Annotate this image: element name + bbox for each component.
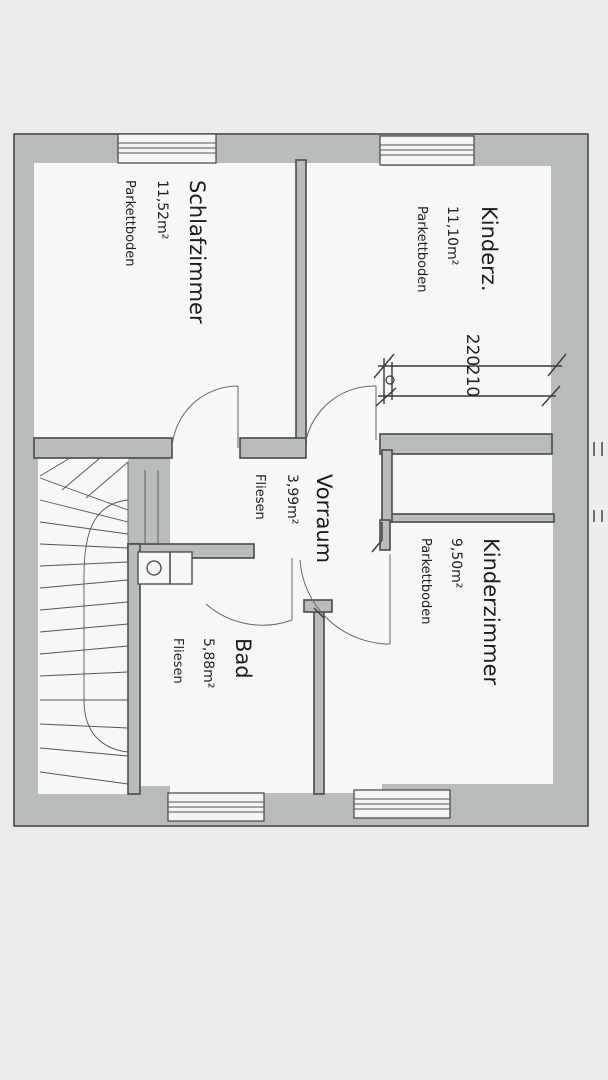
label-bad-area: 5,88m² bbox=[200, 638, 216, 688]
door-kinderzimmer bbox=[299, 554, 391, 645]
window-top-left bbox=[117, 133, 217, 164]
schlafzimmer-area: 11,52m² bbox=[154, 180, 170, 239]
label-schlafzimmer: Schlafzimmer bbox=[185, 180, 209, 324]
door-kinderz bbox=[305, 385, 377, 441]
room-kinderz bbox=[304, 166, 551, 434]
wall-closet-bottom bbox=[385, 513, 555, 523]
dimension-outer: 220 bbox=[462, 334, 482, 366]
label-bad: Bad bbox=[231, 638, 255, 679]
label-vorraum-floor: Fliesen bbox=[252, 474, 267, 520]
vorraum-angled-walls bbox=[313, 522, 383, 619]
schlafzimmer-floor: Parkettboden bbox=[122, 180, 137, 267]
dimension-inner-label: 210 bbox=[462, 365, 482, 397]
label-vorraum-area: 3,99m² bbox=[284, 474, 300, 524]
dimension-lines bbox=[373, 353, 567, 407]
schlafzimmer-name: Schlafzimmer bbox=[185, 180, 209, 324]
label-schlafzimmer-floor: Parkettboden bbox=[122, 180, 137, 267]
vorraum-name: Vorraum bbox=[312, 474, 336, 563]
room-closet bbox=[392, 454, 552, 518]
kinderzimmer-area: 9,50m² bbox=[448, 538, 464, 588]
vorraum-area: 3,99m² bbox=[284, 474, 300, 524]
staircase bbox=[39, 457, 159, 792]
bad-name: Bad bbox=[231, 638, 255, 679]
label-kinderz-area: 11,10m² bbox=[444, 206, 460, 265]
kinderzimmer-name: Kinderzimmer bbox=[479, 538, 503, 685]
edge-marks bbox=[593, 442, 603, 522]
window-bottom-left bbox=[167, 792, 265, 822]
washbasin bbox=[137, 551, 193, 585]
room-stair bbox=[38, 458, 128, 794]
label-kinderzimmer: Kinderzimmer bbox=[479, 538, 503, 685]
wall-schlaf-bottom-right bbox=[239, 437, 307, 459]
dimension-inner: 210 bbox=[462, 365, 482, 397]
wall-vorraum-right bbox=[379, 519, 391, 551]
label-schlafzimmer-area: 11,52m² bbox=[154, 180, 170, 239]
vorraum-floor: Fliesen bbox=[252, 474, 267, 520]
door-schlafzimmer bbox=[171, 385, 239, 449]
label-bad-floor: Fliesen bbox=[170, 638, 185, 684]
label-kinderzimmer-floor: Parkettboden bbox=[418, 538, 433, 625]
window-bottom-right bbox=[353, 789, 451, 819]
wall-schlaf-kinderz bbox=[295, 159, 307, 443]
wall-closet-left bbox=[381, 449, 393, 523]
kinderz-name: Kinderz. bbox=[477, 206, 501, 292]
wall-bad-kinder-cap bbox=[303, 599, 333, 613]
room-bad bbox=[138, 548, 314, 786]
kinderz-area: 11,10m² bbox=[444, 206, 460, 265]
label-kinderz: Kinderz. bbox=[477, 206, 501, 292]
wall-bad-right bbox=[313, 607, 325, 795]
door-bad bbox=[205, 558, 293, 626]
label-kinderzimmer-area: 9,50m² bbox=[448, 538, 464, 588]
kinderz-floor: Parkettboden bbox=[414, 206, 429, 293]
kinderzimmer-floor: Parkettboden bbox=[418, 538, 433, 625]
bad-floor: Fliesen bbox=[170, 638, 185, 684]
wall-kinderz-bottom bbox=[379, 433, 553, 455]
bad-area: 5,88m² bbox=[200, 638, 216, 688]
label-vorraum: Vorraum bbox=[312, 474, 336, 563]
room-kinderzimmer bbox=[324, 520, 553, 784]
dimension-outer-label: 220 bbox=[462, 334, 482, 366]
window-top-right bbox=[379, 135, 475, 166]
wall-schlaf-bottom bbox=[33, 437, 173, 459]
label-kinderz-floor: Parkettboden bbox=[414, 206, 429, 293]
